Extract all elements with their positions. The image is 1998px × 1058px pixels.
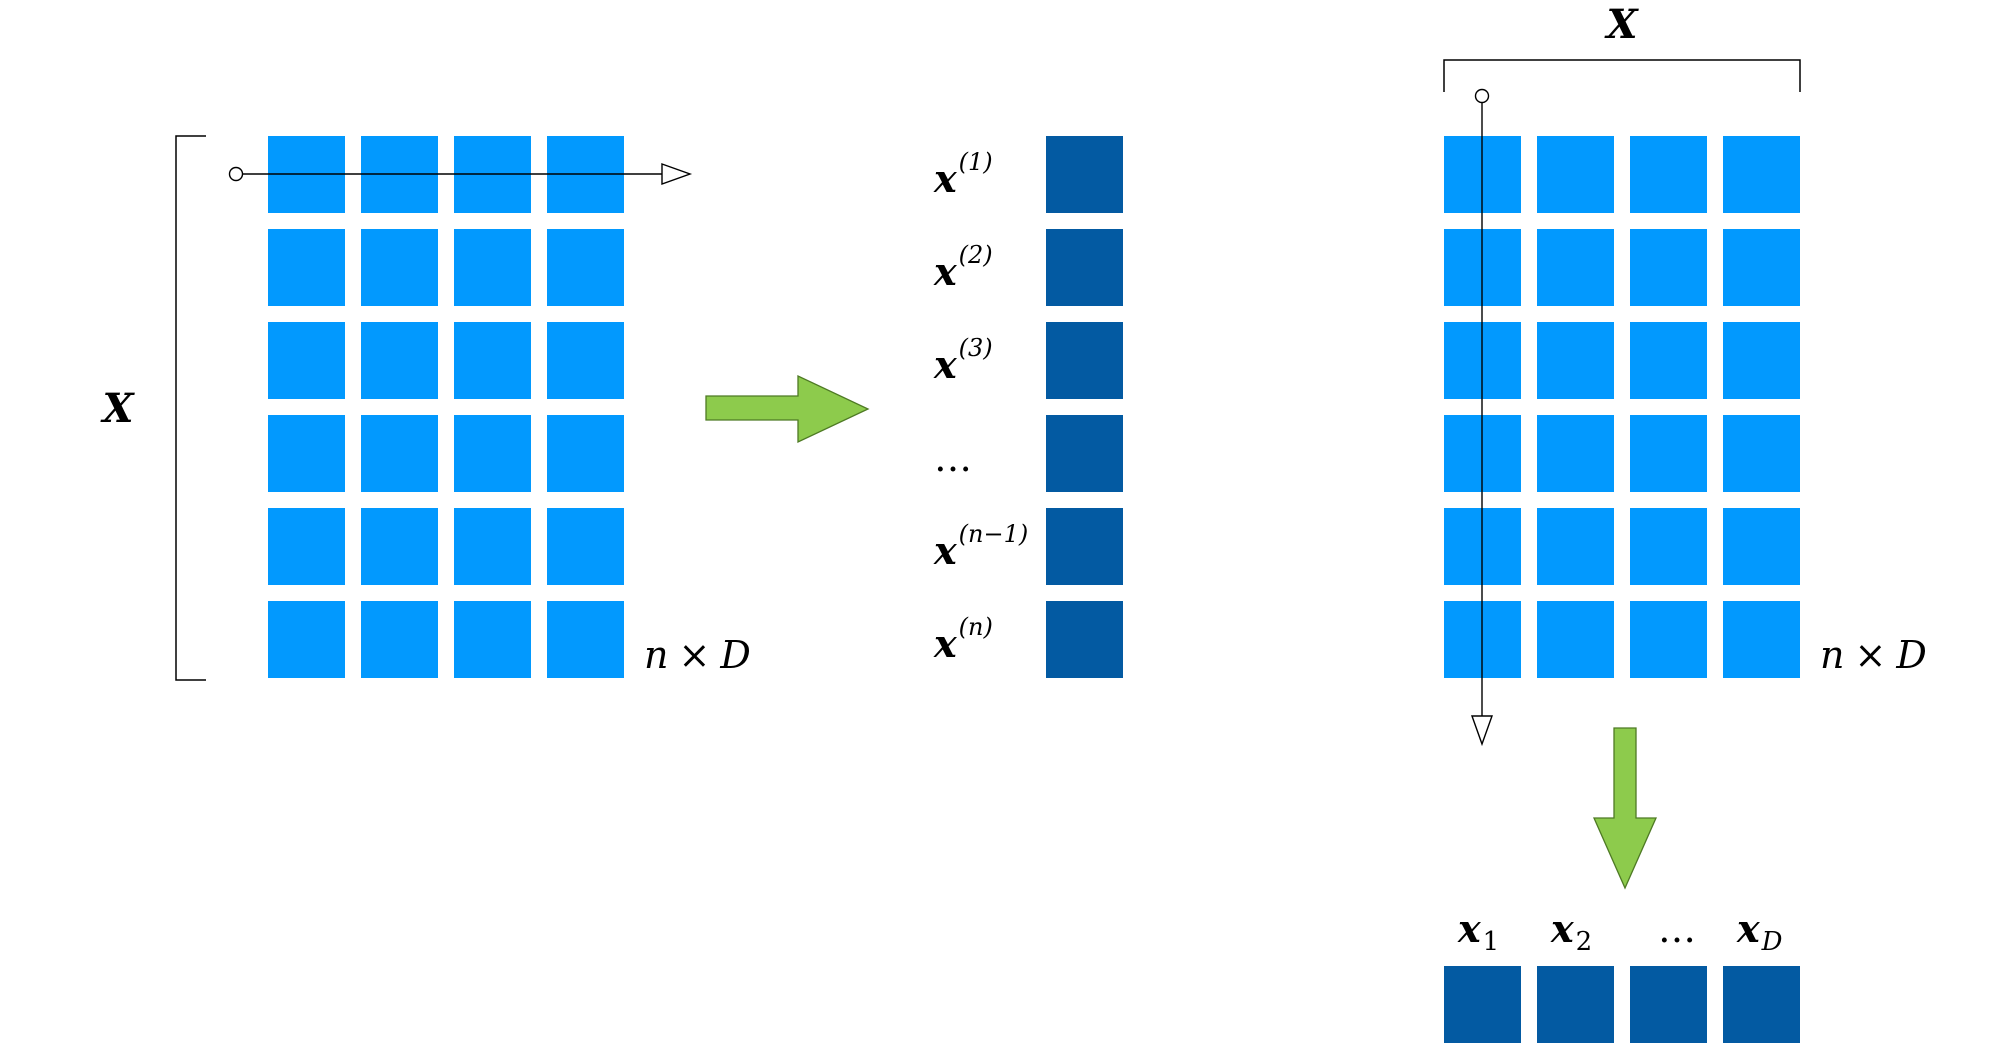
- column-vector-cells: [1444, 966, 1800, 1043]
- column-vector-label-2: x2: [1550, 906, 1592, 957]
- column-vector-cell-1: [1444, 966, 1521, 1043]
- left-matrix-cell-r4-c3: [454, 415, 531, 492]
- column-vector-label-3: …: [1658, 907, 1696, 951]
- left-matrix-cell-r6-c3: [454, 601, 531, 678]
- left-matrix-panel: X n×D: [99, 135, 751, 681]
- column-vector-cell-2: [1537, 966, 1614, 1043]
- right-matrix-cell-r6-c4: [1723, 601, 1800, 678]
- row-vector-cell-5: [1046, 508, 1123, 585]
- column-vector-cell-3: [1630, 966, 1707, 1043]
- right-matrix-cell-r2-c4: [1723, 229, 1800, 306]
- row-vector-cell-1: [1046, 136, 1123, 213]
- row-vector-cell-6: [1046, 601, 1123, 678]
- left-matrix-grid: [268, 136, 624, 678]
- row-vector-cell-2: [1046, 229, 1123, 306]
- row-vector-label-6: x(n): [933, 613, 993, 666]
- row-vector-labels: x(1) x(2) x(3) … x(n−1) x(n): [933, 148, 1028, 666]
- right-matrix-cell-r5-c4: [1723, 508, 1800, 585]
- right-matrix-cell-r2-c2: [1537, 229, 1614, 306]
- left-matrix-cell-r5-c1: [268, 508, 345, 585]
- left-matrix-cell-r6-c2: [361, 601, 438, 678]
- right-matrix-label: X: [1603, 1, 1639, 48]
- right-matrix-cell-r3-c4: [1723, 322, 1800, 399]
- row-vector-cell-4: [1046, 415, 1123, 492]
- left-matrix-cell-r3-c1: [268, 322, 345, 399]
- right-matrix-panel: X n×D: [1443, 1, 1927, 747]
- left-matrix-label: X: [99, 385, 135, 432]
- column-scan-arrow: [1471, 88, 1493, 747]
- green-down-arrow: [1593, 727, 1657, 890]
- column-vector-cell-4: [1723, 966, 1800, 1043]
- row-vector-cells: [1046, 136, 1123, 678]
- right-matrix-cell-r3-c2: [1537, 322, 1614, 399]
- row-vector-label-4: …: [934, 436, 972, 480]
- left-matrix-cell-r5-c4: [547, 508, 624, 585]
- row-vector-label-2: x(2): [933, 241, 993, 294]
- right-matrix-cell-r5-c2: [1537, 508, 1614, 585]
- column-vector-labels: x1 x2 … xD: [1457, 906, 1783, 957]
- left-matrix-cell-r4-c1: [268, 415, 345, 492]
- left-matrix-cell-r4-c4: [547, 415, 624, 492]
- row-vector-label-3: x(3): [933, 334, 993, 387]
- left-matrix-cell-r6-c4: [547, 601, 624, 678]
- left-matrix-cell-r3-c2: [361, 322, 438, 399]
- right-matrix-cell-r4-c4: [1723, 415, 1800, 492]
- left-matrix-dims: n×D: [644, 633, 751, 677]
- row-vector-label-1: x(1): [933, 148, 993, 201]
- row-scan-arrow: [228, 163, 693, 185]
- left-matrix-cell-r3-c4: [547, 322, 624, 399]
- right-matrix-cell-r1-c3: [1630, 136, 1707, 213]
- green-right-arrow: [705, 374, 870, 444]
- left-matrix-cell-r2-c4: [547, 229, 624, 306]
- right-matrix-grid: [1444, 136, 1800, 678]
- left-matrix-cell-r2-c1: [268, 229, 345, 306]
- right-matrix-cell-r1-c4: [1723, 136, 1800, 213]
- right-matrix-cell-r1-c2: [1537, 136, 1614, 213]
- left-matrix-bracket: [175, 135, 206, 681]
- right-matrix-cell-r3-c3: [1630, 322, 1707, 399]
- column-vector-label-1: x1: [1457, 906, 1499, 957]
- left-matrix-cell-r5-c3: [454, 508, 531, 585]
- column-vectors-panel: x1 x2 … xD: [1444, 906, 1800, 1043]
- left-matrix-cell-r2-c3: [454, 229, 531, 306]
- right-matrix-cell-r4-c2: [1537, 415, 1614, 492]
- row-vector-label-5: x(n−1): [933, 520, 1028, 573]
- right-matrix-cell-r6-c2: [1537, 601, 1614, 678]
- column-vector-label-4: xD: [1736, 906, 1783, 957]
- left-matrix-cell-r2-c2: [361, 229, 438, 306]
- right-matrix-cell-r6-c3: [1630, 601, 1707, 678]
- right-matrix-cell-r4-c3: [1630, 415, 1707, 492]
- right-matrix-dims: n×D: [1820, 633, 1927, 677]
- left-matrix-cell-r6-c1: [268, 601, 345, 678]
- row-vector-cell-3: [1046, 322, 1123, 399]
- row-vectors-panel: x(1) x(2) x(3) … x(n−1) x(n): [933, 136, 1123, 678]
- right-matrix-cell-r2-c3: [1630, 229, 1707, 306]
- left-matrix-cell-r5-c2: [361, 508, 438, 585]
- left-matrix-cell-r4-c2: [361, 415, 438, 492]
- left-matrix-cell-r3-c3: [454, 322, 531, 399]
- right-matrix-bracket: [1443, 59, 1801, 92]
- right-matrix-cell-r5-c3: [1630, 508, 1707, 585]
